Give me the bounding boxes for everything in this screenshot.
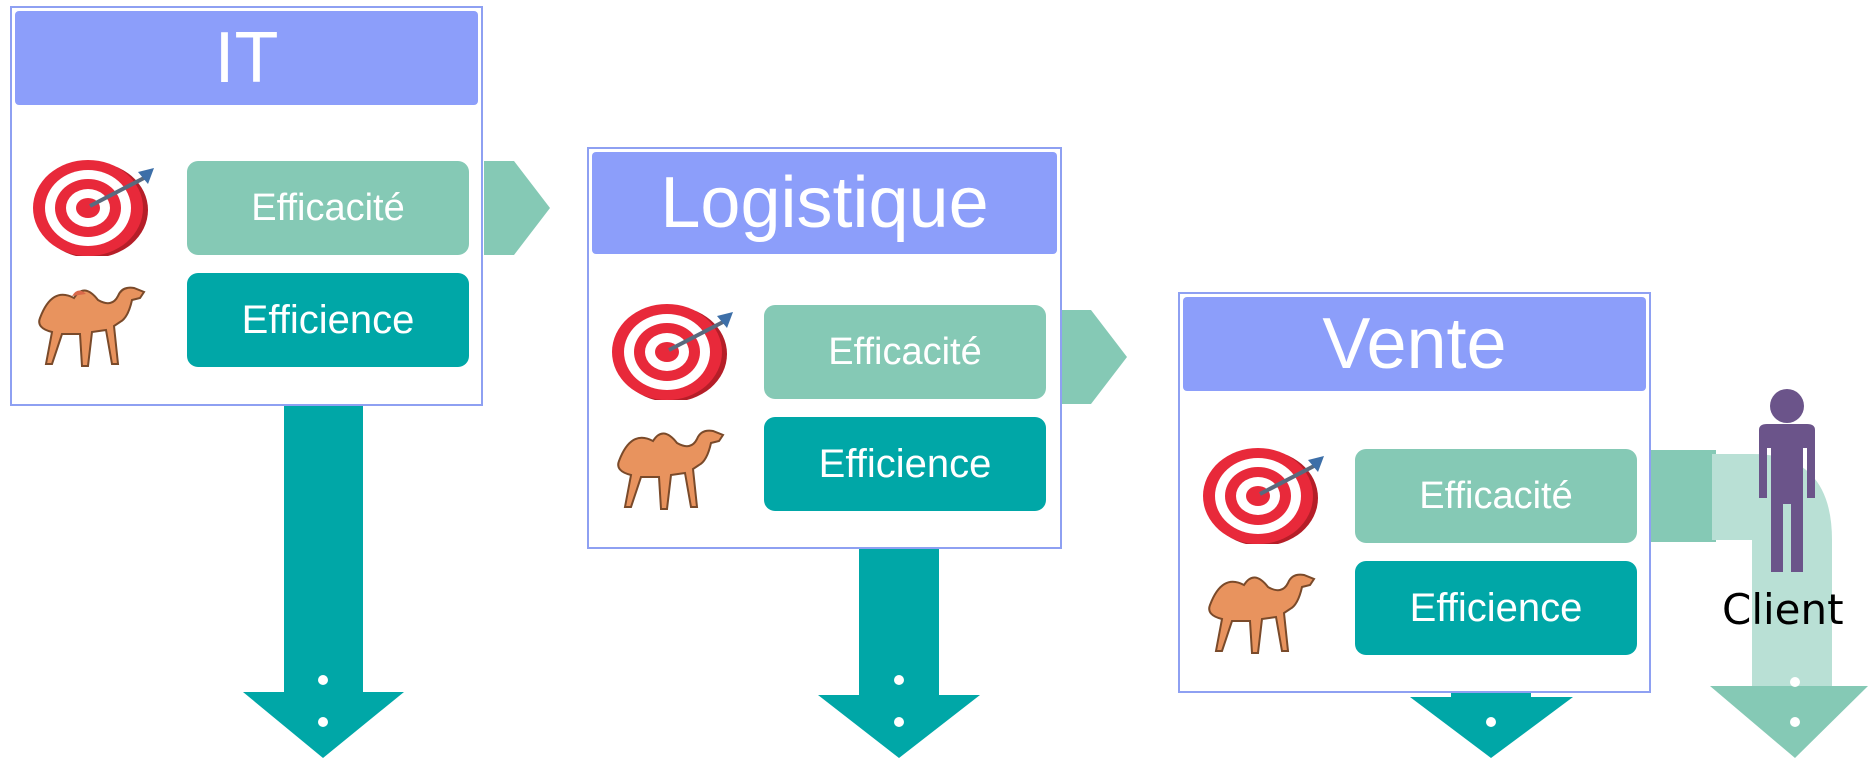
camel-icon (617, 429, 725, 510)
effectiveness-button[interactable]: Efficacité (764, 305, 1046, 399)
stage-title: Vente (1183, 297, 1646, 391)
right-arrow-icon (1061, 310, 1127, 404)
stage-title: IT (15, 11, 478, 105)
target-icon (33, 160, 154, 256)
stage-title: Logistique (592, 152, 1057, 254)
person-icon (1759, 389, 1815, 572)
down-arrow-icon (818, 516, 980, 758)
effectiveness-button[interactable]: Efficacité (1355, 449, 1637, 543)
target-icon (1203, 448, 1324, 544)
efficiency-button[interactable]: Efficience (187, 273, 469, 367)
efficiency-button[interactable]: Efficience (1355, 561, 1637, 655)
camel-icon (38, 286, 146, 367)
effectiveness-button[interactable]: Efficacité (187, 161, 469, 255)
down-arrow-icon (243, 372, 404, 758)
client-label: Client (1722, 585, 1844, 634)
target-icon (612, 304, 733, 400)
right-arrow-icon (484, 161, 550, 255)
camel-icon (1208, 573, 1316, 654)
efficiency-button[interactable]: Efficience (764, 417, 1046, 511)
